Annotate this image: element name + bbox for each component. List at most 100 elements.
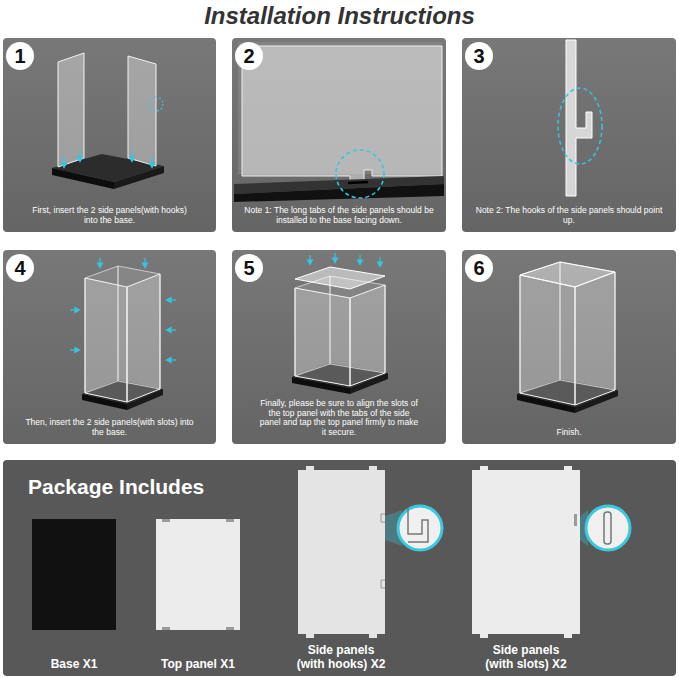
step-number: 1 [14, 46, 25, 66]
package-parts [156, 519, 240, 630]
step-number: 2 [243, 46, 254, 66]
step1-illustration [52, 53, 164, 189]
part-label: Side panels (with hooks) X2 [295, 643, 387, 671]
step-panel: 6Finish. [462, 250, 676, 444]
package-parts [226, 519, 234, 522]
step6-illustration [575, 272, 615, 405]
step-number: 5 [243, 258, 254, 278]
step5-illustration [292, 253, 388, 394]
step5-illustration [378, 262, 383, 267]
step2-illustration [242, 46, 442, 186]
package-parts [162, 519, 170, 522]
section-heading: Package Includes [28, 474, 204, 500]
step1-illustration [52, 168, 114, 189]
step2-illustration [336, 150, 384, 198]
package-parts [306, 466, 314, 470]
panel-ground [232, 38, 446, 232]
step4-illustration [75, 308, 80, 313]
panel-ground [462, 38, 676, 232]
step4-illustration [70, 258, 176, 410]
step-panel: 2Note 1: The long tabs of the side panel… [232, 38, 446, 232]
package-parts [480, 466, 488, 470]
step6-illustration [517, 262, 618, 413]
package-parts [381, 514, 385, 588]
step4-illustration [85, 278, 127, 402]
panel-ground [232, 250, 446, 444]
package-panel: Base X1 Top panel X1 Side panels (with hoo… [3, 460, 676, 676]
step1-illustration [114, 166, 164, 189]
panel-ground [3, 460, 676, 676]
step-caption: Finally, please be sure to align the slo… [259, 399, 419, 438]
step-caption: First, insert the 2 side panels(with hoo… [25, 206, 195, 226]
step4-illustration [75, 348, 80, 353]
panel-ground [3, 250, 216, 444]
package-parts [306, 634, 314, 638]
part-item: Base X1 [28, 512, 120, 674]
step5-illustration [295, 267, 385, 289]
step-number: 3 [473, 46, 484, 66]
step3-illustration [558, 88, 602, 164]
package-parts [298, 470, 385, 634]
step-number-circle: 4 [6, 254, 34, 282]
part-item: Top panel X1 [152, 512, 244, 674]
step4-illustration [167, 328, 172, 333]
step4-illustration [143, 263, 148, 268]
panel-ground [3, 38, 216, 232]
step4-illustration [127, 274, 160, 402]
step-number-circle: 3 [465, 42, 493, 70]
step1-illustration [149, 97, 163, 111]
step1-illustration [150, 163, 155, 168]
step5-illustration [295, 288, 350, 386]
package-parts [369, 466, 377, 470]
step3-illustration [566, 40, 592, 196]
package-parts [574, 514, 577, 526]
step-number-circle: 6 [465, 254, 493, 282]
package-parts [564, 634, 572, 638]
package-parts [226, 627, 234, 630]
step5-illustration [333, 258, 338, 263]
step1-illustration [128, 56, 156, 166]
step5-illustration [308, 253, 383, 267]
step1-illustration [62, 150, 155, 168]
step-panel: 5Finally, please be sure to align the sl… [232, 250, 446, 444]
part-item: Side panels (with slots) X2 [476, 466, 576, 674]
step-panel: 4Then, insert the 2 side panels(with slo… [3, 250, 216, 444]
step4-illustration [98, 263, 103, 268]
step1-illustration [58, 53, 84, 167]
package-parts [604, 512, 611, 544]
step-caption: Note 2: The hooks of the side panels sho… [474, 206, 664, 226]
step2-illustration [234, 184, 444, 202]
step-caption: Finish. [474, 428, 664, 438]
package-parts [472, 470, 580, 634]
step-caption: Then, insert the 2 side panels(with slot… [25, 418, 195, 438]
step6-illustration [520, 275, 575, 405]
part-item: Side panels (with hooks) X2 [291, 466, 391, 674]
step-panel: 3Note 2: The hooks of the side panels sh… [462, 38, 676, 232]
panel-ground [3, 38, 676, 676]
step-number-circle: 5 [235, 254, 263, 282]
part-label: Top panel X1 [152, 657, 244, 671]
step-number: 4 [14, 258, 25, 278]
panel-ground [462, 250, 676, 444]
step-number: 6 [473, 258, 484, 278]
package-parts [162, 627, 170, 630]
step-number-circle: 1 [6, 42, 34, 70]
package-parts [398, 506, 442, 550]
step4-illustration [167, 358, 172, 363]
page-title: Installation Instructions [0, 0, 679, 31]
step5-illustration [358, 260, 363, 265]
step3-illustration [558, 40, 602, 196]
step2-illustration [234, 42, 444, 202]
package-parts [480, 634, 488, 638]
part-label: Side panels (with slots) X2 [480, 643, 572, 671]
step1-illustration [78, 157, 83, 162]
step4-illustration [70, 258, 176, 363]
package-parts [586, 506, 630, 550]
step5-illustration [308, 260, 313, 265]
step2-illustration [348, 182, 368, 183]
part-label: Base X1 [28, 657, 120, 671]
package-parts [408, 508, 428, 542]
step5-illustration [350, 285, 385, 386]
package-parts [564, 466, 572, 470]
